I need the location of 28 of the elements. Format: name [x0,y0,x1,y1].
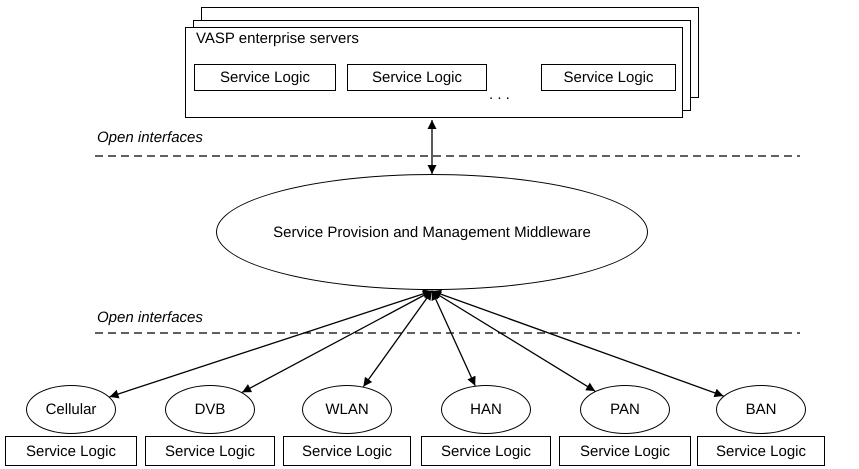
double-arrow [242,290,432,393]
service-logic-box: Service Logic [559,436,691,466]
network-ellipse: WLAN [302,385,392,434]
network-ellipse: Cellular [26,385,116,434]
middleware-ellipse: Service Provision and Management Middleware [216,174,648,290]
double-arrow [362,290,433,388]
double-arrow [109,290,432,398]
service-logic-box: Service Logic [283,436,411,466]
service-logic-box: Service Logic [541,64,676,91]
service-logic-box: Service Logic [194,64,336,91]
network-ellipse: PAN [580,385,670,434]
service-logic-box: Service Logic [421,436,551,466]
network-ellipse: BAN [716,385,806,434]
service-logic-box: Service Logic [697,436,825,466]
double-arrow [432,290,724,398]
double-arrow [432,290,596,392]
service-logic-box: Service Logic [145,436,275,466]
server-stack-card [185,27,683,118]
network-ellipse: HAN [441,385,531,434]
interface-label: Open interfaces [97,309,203,326]
network-ellipse: DVB [165,385,255,434]
double-arrow [431,290,476,386]
service-logic-box: Service Logic [5,436,137,466]
ellipsis-text: . . . [489,86,510,103]
service-logic-box: Service Logic [347,64,487,91]
double-arrow [428,120,436,174]
group-title: VASP enterprise servers [196,30,359,47]
interface-label: Open interfaces [97,129,203,146]
